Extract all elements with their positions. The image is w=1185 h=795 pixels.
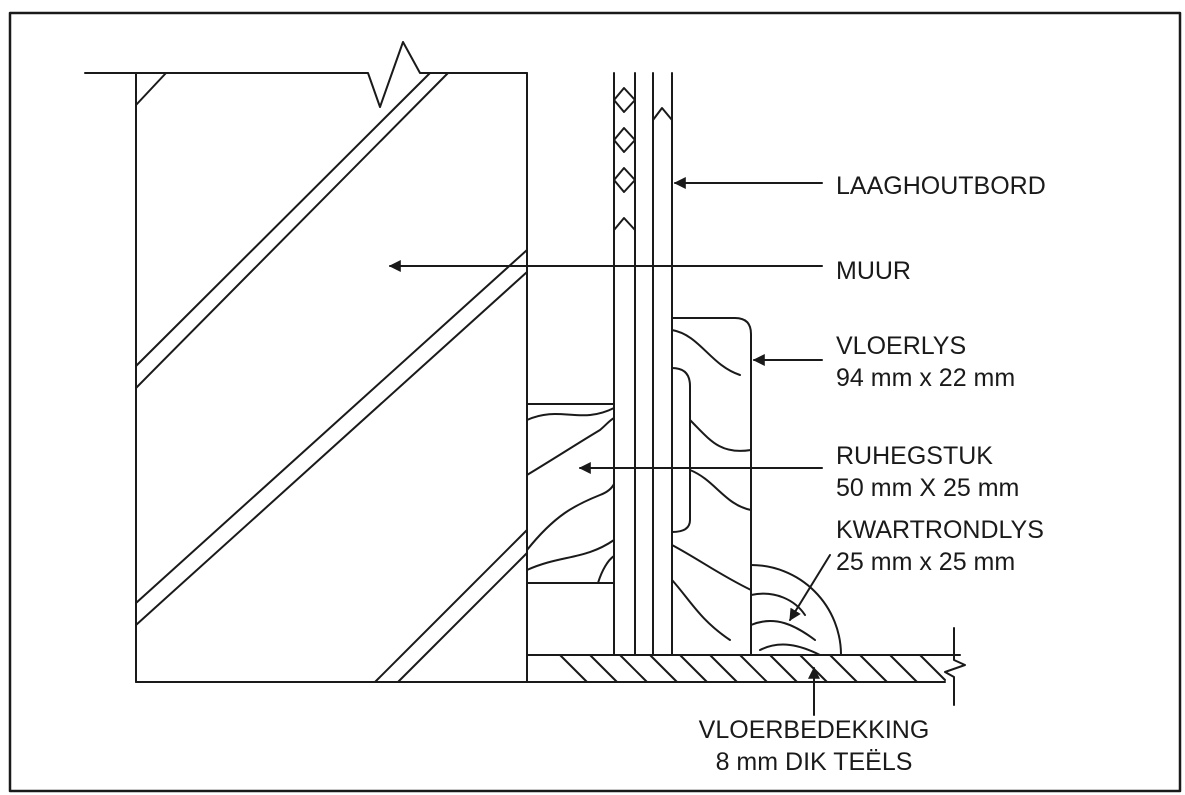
wall-section	[84, 41, 528, 683]
label-grounds-name: RUHEGSTUK	[836, 442, 993, 470]
plywood-board	[613, 72, 673, 656]
quarter-round-moulding	[750, 564, 842, 656]
label-skirting-name: VLOERLYS	[836, 332, 967, 360]
floor-tiles	[526, 627, 966, 706]
label-grounds: RUHEGSTUK 50 mm X 25 mm	[836, 440, 1019, 504]
label-quarter-round: KWARTRONDLYS 25 mm x 25 mm	[836, 514, 1044, 578]
label-quarter-round-size: 25 mm x 25 mm	[836, 548, 1016, 576]
label-floor-covering: VLOERBEDEKKING 8 mm DIK TEËLS	[654, 714, 974, 778]
grounds-batten	[526, 403, 615, 656]
label-skirting: VLOERLYS 94 mm x 22 mm	[836, 330, 1015, 394]
label-floor-covering-size: 8 mm DIK TEËLS	[715, 748, 913, 776]
label-floor-covering-name: VLOERBEDEKKING	[698, 716, 930, 744]
label-grounds-size: 50 mm X 25 mm	[836, 474, 1020, 502]
label-wall: MUUR	[836, 257, 911, 285]
arrow-quarter-round	[789, 554, 831, 622]
label-quarter-round-name: KWARTRONDLYS	[836, 516, 1044, 544]
frame-border	[8, 11, 1182, 793]
label-skirting-size: 94 mm x 22 mm	[836, 364, 1016, 392]
label-plywood: LAAGHOUTBORD	[836, 172, 1046, 200]
skirting-board	[671, 317, 752, 656]
